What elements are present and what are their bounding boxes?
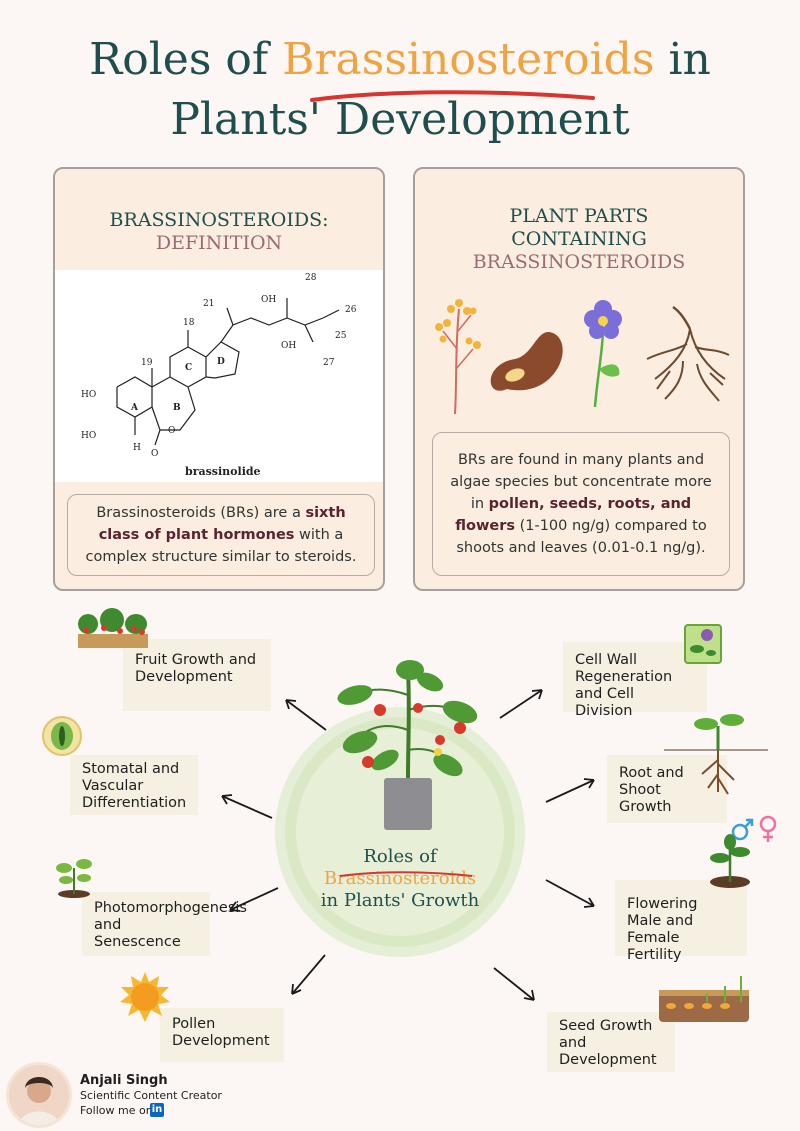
author-name: Anjali Singh: [80, 1073, 168, 1088]
svg-text:O: O: [151, 449, 158, 459]
parts-heading-3: BRASSINOSTEROIDS: [472, 251, 686, 273]
role-label: Fruit Growth and Development: [135, 652, 257, 685]
svg-text:25: 25: [335, 331, 347, 341]
role-flowering: Flowering Male and Female Fertility: [615, 880, 747, 963]
roots-icon: [646, 305, 730, 402]
flower-icon: [584, 300, 622, 408]
svg-text:HO: HO: [81, 431, 96, 441]
center-diagram: [221, 660, 595, 1001]
svg-text:26: 26: [345, 305, 357, 315]
role-label: Flowering Male and Female Fertility: [627, 896, 698, 963]
svg-text:O: O: [168, 426, 175, 436]
definition-text-pre: Brassinosteroids (BRs) are a: [96, 505, 306, 521]
arrows: [221, 689, 595, 1001]
role-stomatal: Stomatal and Vascular Differentiation: [70, 755, 198, 815]
role-label: Root and Shoot Growth: [619, 765, 684, 815]
svg-text:A: A: [130, 403, 139, 413]
red-underline: [310, 90, 595, 102]
brassinolide-structure: HO HO OH OH O O H A B C D 28 26 25 27 21…: [55, 270, 383, 482]
svg-text:18: 18: [183, 318, 195, 328]
role-label: Seed Growth and Development: [559, 1018, 657, 1068]
role-label: Cell Wall Regeneration and Cell Division: [575, 652, 673, 719]
pollen-sprig-icon: [435, 299, 481, 415]
strawberry-plants-icon: [78, 608, 148, 648]
tomato-plant-icon: [337, 660, 478, 779]
center-line1: Roles of: [363, 846, 437, 867]
pollen-grain-icon: [120, 972, 170, 1022]
parts-text-bold: pollen, seeds, roots, and flowers: [455, 496, 692, 534]
parts-text-post: (1-100 ng/g) compared to shoots and leav…: [456, 518, 707, 556]
svg-text:OH: OH: [281, 341, 296, 351]
definition-subheading: DEFINITION: [155, 232, 283, 254]
role-pollen: Pollen Development: [160, 1008, 284, 1062]
parts-heading-2: CONTAINING: [511, 228, 647, 250]
svg-text:21: 21: [203, 299, 214, 309]
role-photomorphogenesis: Photomorphogenesis and Senescence: [82, 892, 247, 956]
svg-text:H: H: [133, 443, 141, 453]
svg-text:D: D: [217, 357, 225, 367]
plant-parts-card: PLANT PARTS CONTAINING BRASSINOSTEROIDS: [413, 167, 745, 591]
definition-text-bold: sixth class of plant hormones: [98, 505, 346, 543]
title-highlight: Brassinosteroids: [282, 34, 655, 85]
linkedin-icon[interactable]: in: [150, 1103, 164, 1117]
svg-text:HO: HO: [81, 390, 96, 400]
title-text-end: in: [654, 34, 711, 85]
stoma-icon: [42, 716, 82, 756]
role-cell-wall: Cell Wall Regeneration and Cell Division: [563, 642, 707, 719]
title-line2: Plants' Development: [170, 94, 630, 145]
role-fruit-growth: Fruit Growth and Development: [123, 639, 271, 711]
plant-pot-icon: [384, 778, 432, 830]
parts-heading-1: PLANT PARTS: [509, 205, 649, 227]
parts-text-pre: BRs are found in many plants and algae s…: [450, 452, 712, 512]
plant-cell-icon: [684, 624, 722, 664]
plant-parts-icons: [435, 299, 730, 415]
svg-text:19: 19: [141, 358, 153, 368]
role-label: Stomatal and Vascular Differentiation: [82, 761, 187, 811]
role-seed-growth: Seed Growth and Development: [547, 1012, 675, 1072]
center-underline: [339, 871, 473, 877]
page-title: Roles of Brassinosteroids in Plants' Dev…: [0, 30, 800, 150]
title-text: Roles of: [89, 34, 283, 85]
definition-text-post: with a complex structure similar to ster…: [85, 527, 357, 565]
seed-icon: [490, 332, 563, 391]
germinating-seeds-icon: [659, 976, 749, 1022]
male-female-icon: [710, 815, 777, 888]
avatar: [6, 1062, 72, 1128]
center-line3: in Plants' Growth: [320, 890, 480, 911]
svg-text:28: 28: [305, 273, 317, 283]
definition-text: Brassinosteroids (BRs) are a sixth class…: [67, 494, 375, 576]
role-label: Photomorphogenesis and Senescence: [94, 900, 247, 950]
follow-text: Follow me on: [80, 1104, 153, 1117]
svg-text:C: C: [185, 363, 192, 373]
structure-label: brassinolide: [185, 465, 261, 478]
definition-card: BRASSINOSTEROIDS: DEFINITION: [53, 167, 385, 591]
svg-text:B: B: [173, 403, 181, 413]
plant-parts-text: BRs are found in many plants and algae s…: [432, 432, 730, 576]
definition-heading: BRASSINOSTEROIDS:: [109, 209, 329, 231]
svg-text:27: 27: [323, 358, 335, 368]
role-root-shoot: Root and Shoot Growth: [607, 755, 727, 823]
root-shoot-icon: [664, 714, 768, 795]
svg-text:OH: OH: [261, 295, 276, 305]
seedling-icon: [56, 859, 92, 898]
role-label: Pollen Development: [172, 1016, 270, 1049]
author-role: Scientific Content Creator: [80, 1089, 222, 1102]
